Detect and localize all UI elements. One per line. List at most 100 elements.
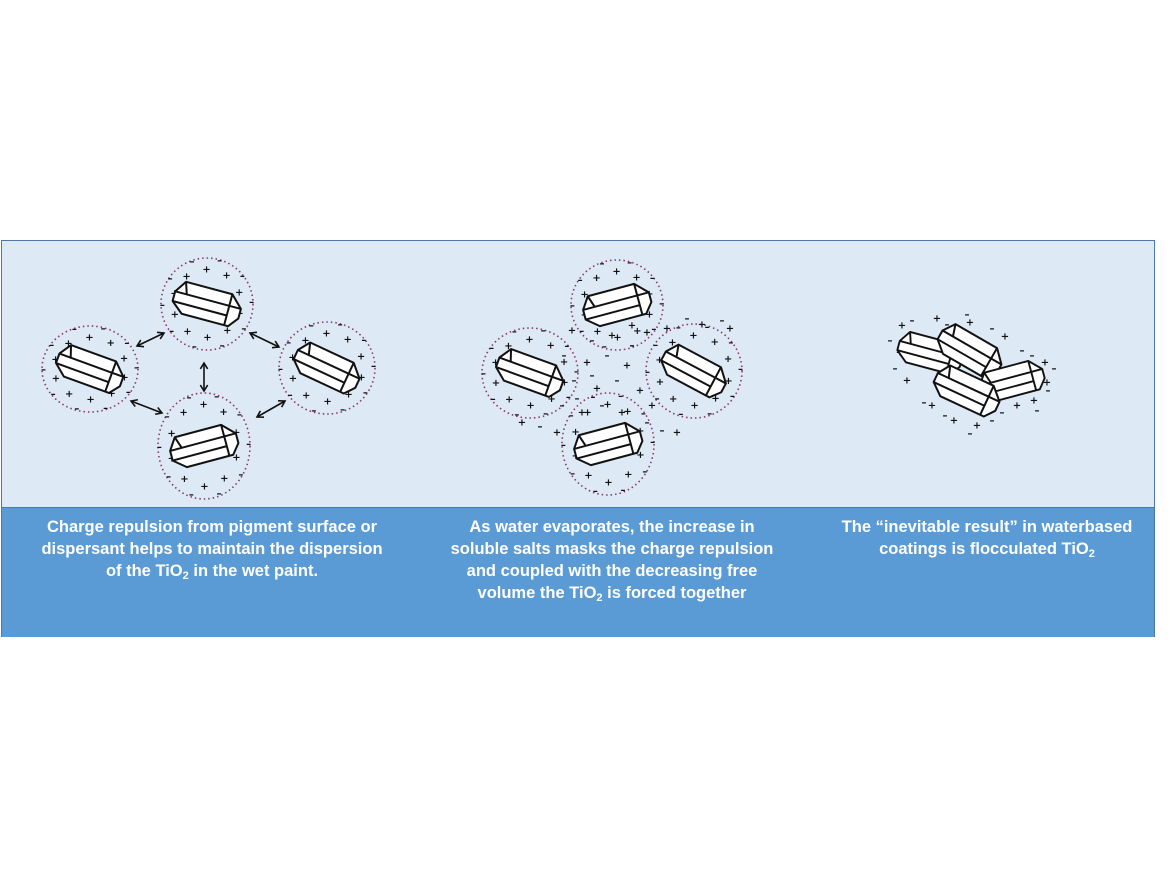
negative-charge: –: [602, 341, 607, 352]
salt-cation: +: [553, 428, 561, 439]
positive-charge: +: [689, 331, 697, 342]
tio2-floc-particle-2: [936, 323, 1003, 379]
positive-charge: +: [1043, 378, 1051, 389]
positive-charge: +: [505, 394, 513, 405]
negative-charge: –: [311, 405, 316, 416]
arrow-head: [129, 398, 139, 408]
tio2-particle-5: [582, 282, 653, 328]
positive-charge: +: [526, 400, 534, 411]
salt-anion: –: [630, 341, 635, 352]
negative-charge: –: [707, 408, 712, 419]
salt-cation: +: [568, 326, 576, 337]
negative-charge: –: [49, 340, 54, 351]
crystal-edge: [573, 433, 629, 450]
salt-cation: +: [663, 324, 671, 335]
negative-charge: –: [620, 485, 625, 496]
crystal-edge: [499, 356, 553, 378]
tio2-floc-particle-4: [932, 364, 1001, 418]
positive-charge: +: [301, 335, 309, 346]
negative-charge: –: [618, 391, 623, 402]
negative-charge: –: [629, 341, 634, 352]
arrow-head: [199, 384, 209, 393]
salt-cation: +: [583, 358, 591, 369]
positive-charge: +: [203, 332, 211, 343]
negative-charge: –: [564, 341, 569, 352]
negative-charge: –: [705, 322, 710, 333]
positive-charge: +: [344, 335, 352, 346]
positive-charge: +: [612, 267, 620, 278]
salt-anion: –: [590, 371, 595, 382]
positive-charge: +: [966, 318, 974, 329]
salt-anion: –: [720, 316, 725, 327]
negative-charge: –: [659, 298, 664, 309]
positive-charge: +: [580, 290, 588, 301]
positive-charge: +: [560, 357, 568, 368]
positive-charge: +: [623, 407, 631, 418]
salt-cation: +: [726, 324, 734, 335]
salt-cation: +: [518, 418, 526, 429]
tio2-particle-7: [660, 343, 727, 399]
crystal-edge: [586, 295, 596, 308]
negative-charge: –: [593, 486, 598, 497]
crystal-edge: [293, 358, 345, 384]
negative-charge: –: [214, 391, 219, 402]
negative-charge: –: [168, 273, 173, 284]
crystal-edge: [909, 331, 912, 344]
positive-charge: +: [933, 314, 941, 325]
negative-charge: –: [512, 326, 517, 337]
crystal-edge: [223, 432, 237, 438]
tio2-particle-6: [494, 348, 565, 398]
positive-charge: +: [547, 341, 555, 352]
positive-charge: +: [200, 481, 208, 492]
crystal-edge: [582, 294, 638, 311]
positive-charge: +: [167, 428, 175, 439]
negative-charge: –: [578, 275, 583, 286]
positive-charge: +: [669, 394, 677, 405]
negative-charge: –: [169, 326, 174, 337]
positive-charge: +: [344, 390, 352, 401]
negative-charge: –: [738, 364, 743, 375]
positive-charge: +: [636, 450, 644, 461]
negative-charge: –: [627, 258, 632, 269]
caption-evaporation: As water evaporates, the increase in sol…: [442, 516, 782, 604]
arrow-head: [277, 399, 287, 408]
negative-charge: –: [189, 490, 194, 501]
positive-charge: +: [571, 427, 579, 438]
crystal-edge: [173, 436, 183, 449]
positive-charge: +: [322, 329, 330, 340]
crystal-edge: [169, 435, 225, 452]
crystal-edge: [185, 281, 188, 295]
positive-charge: +: [1001, 332, 1009, 343]
crystal-outline: [494, 348, 565, 398]
crystal-edge: [551, 375, 564, 382]
negative-charge: –: [309, 320, 314, 331]
positive-charge: +: [182, 271, 190, 282]
crystal-edge: [111, 371, 124, 378]
arrow-head: [156, 331, 166, 340]
positive-charge: +: [107, 338, 115, 349]
crystal-edge: [714, 376, 727, 385]
positive-charge: +: [973, 421, 981, 432]
positive-charge: +: [655, 355, 663, 366]
crystal-edge: [937, 372, 990, 398]
positive-charge: +: [171, 309, 179, 320]
positive-charge: +: [604, 477, 612, 488]
negative-charge: –: [72, 324, 77, 335]
positive-charge: +: [219, 407, 227, 418]
crystal-edge: [577, 434, 587, 447]
negative-charge: –: [240, 271, 245, 282]
salt-anion: –: [615, 376, 620, 387]
negative-charge: –: [41, 365, 46, 376]
positive-charge: +: [711, 394, 719, 405]
negative-charge: –: [676, 323, 681, 334]
positive-charge: +: [357, 352, 365, 363]
double-layer-halo: [570, 259, 664, 351]
positive-charge: +: [632, 273, 640, 284]
negative-charge: –: [249, 297, 254, 308]
negative-charge: –: [340, 405, 345, 416]
crystal-edge: [348, 372, 360, 380]
diagram-band: +–+–+–+–+–+–+–+–+–+–+–+–+–+–+–+–+–+–+–+–…: [2, 241, 1154, 507]
positive-charge: +: [51, 354, 59, 365]
positive-charge: +: [624, 470, 632, 481]
positive-charge: +: [199, 400, 207, 411]
